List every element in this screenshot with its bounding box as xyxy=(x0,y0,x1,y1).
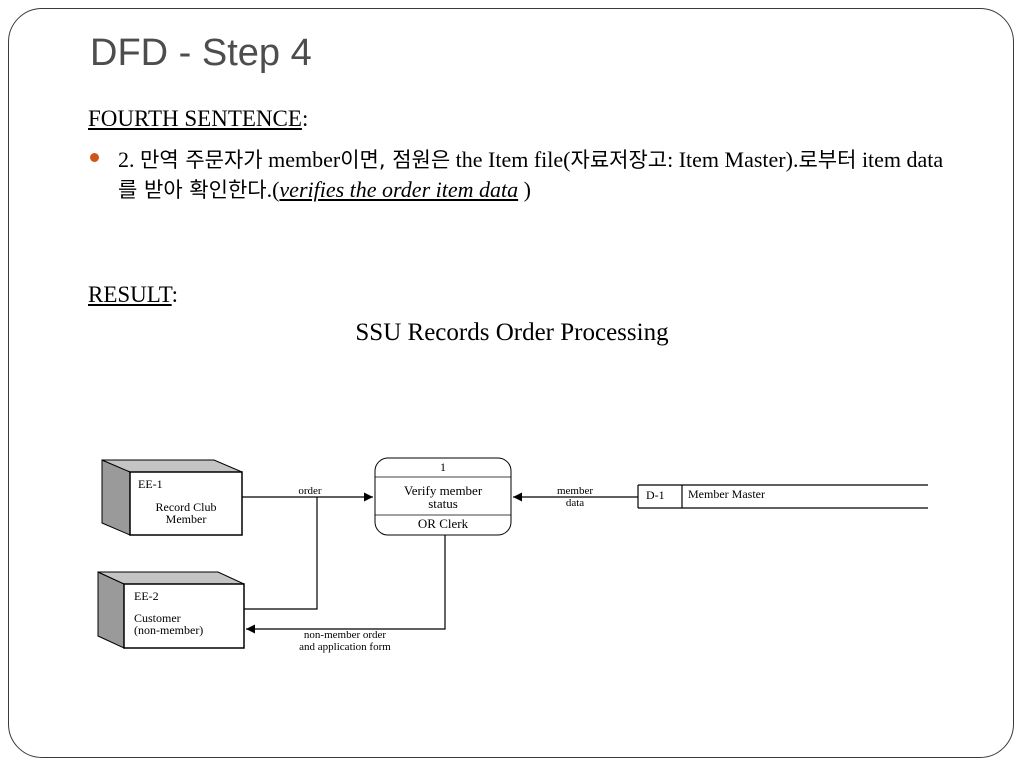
flow-nonmember-arrow xyxy=(246,535,446,634)
ee1-shade-side xyxy=(101,459,131,536)
bullet-korean-part: 자료저장고 xyxy=(570,148,668,172)
process-1: 1 Verify member status OR Clerk xyxy=(374,457,512,536)
fourth-sentence-label: FOURTH SENTENCE xyxy=(88,106,302,131)
slide-title: DFD - Step 4 xyxy=(90,32,312,74)
datastore-id: D-1 xyxy=(646,488,665,502)
bullet-part: : Item Master). xyxy=(667,147,799,172)
bullet-emphasis: verifies the order item data xyxy=(279,177,519,202)
process-actor: OR Clerk xyxy=(418,516,469,531)
flow-nonmember-label-line2: and application form xyxy=(299,641,391,653)
ee2-name-line2: (non-member) xyxy=(134,623,203,637)
bullet-korean-part: 로부터 xyxy=(798,148,857,172)
flow-nonmember-order: non-member order and application form xyxy=(246,535,446,653)
bullet-part: the Item file( xyxy=(450,147,571,172)
ee1-box xyxy=(129,471,243,536)
result-heading: RESULT: xyxy=(88,282,178,308)
ee2-shade-side xyxy=(97,571,125,649)
ee1-name-line1: Record Club xyxy=(156,500,217,514)
bullet-part: member xyxy=(262,147,341,172)
bullet-dot-icon xyxy=(90,153,99,162)
flow-member-data-label-line1: member xyxy=(557,485,593,497)
ee2-name-line1: Customer xyxy=(134,611,181,625)
bullet-text: 2. 만역 주문자가 member이면, 점원은 the Item file(자… xyxy=(118,145,948,205)
fourth-sentence-heading: FOURTH SENTENCE: xyxy=(88,106,308,132)
process-number: 1 xyxy=(440,460,446,474)
flow-nonmember-label-line1: non-member order xyxy=(304,629,386,641)
ee1-id: EE-1 xyxy=(138,477,163,491)
diagram-title: SSU Records Order Processing xyxy=(355,319,669,346)
external-entity-ee2: EE-2 Customer (non-member) xyxy=(97,571,245,649)
bullet-korean-part: 를 받아 확인한다 xyxy=(118,178,267,202)
ee1-name-line2: Member xyxy=(166,512,207,526)
data-store-d1: D-1 Member Master xyxy=(637,484,928,509)
flow-order-label: order xyxy=(298,485,322,497)
process-name-line2: status xyxy=(428,496,458,511)
flow-order: order xyxy=(242,485,373,502)
result-colon: : xyxy=(171,282,179,307)
flow-member-data-label-line2: data xyxy=(566,497,584,509)
external-entity-ee1: EE-1 Record Club Member xyxy=(101,459,243,536)
fourth-sentence-colon: : xyxy=(301,106,309,131)
slide-frame xyxy=(8,8,1014,758)
bullet-korean-part: 만역 주문자가 xyxy=(140,148,263,172)
bullet-part: item data xyxy=(856,147,944,172)
ee2-shade-top xyxy=(97,571,245,585)
bullet-part: 2. xyxy=(118,147,140,172)
bullet-part: .( xyxy=(266,177,280,202)
ee2-id: EE-2 xyxy=(134,589,159,603)
datastore-name: Member Master xyxy=(688,487,765,501)
bullet-part: ) xyxy=(518,177,531,202)
ee2-box xyxy=(123,583,245,649)
bullet-korean-part: 이면, 점원은 xyxy=(340,148,451,172)
flow-ee2-order-connector xyxy=(244,497,318,610)
process-name-line1: Verify member xyxy=(404,483,483,498)
result-label: RESULT xyxy=(88,282,172,307)
flow-member-data: member data xyxy=(513,485,638,509)
